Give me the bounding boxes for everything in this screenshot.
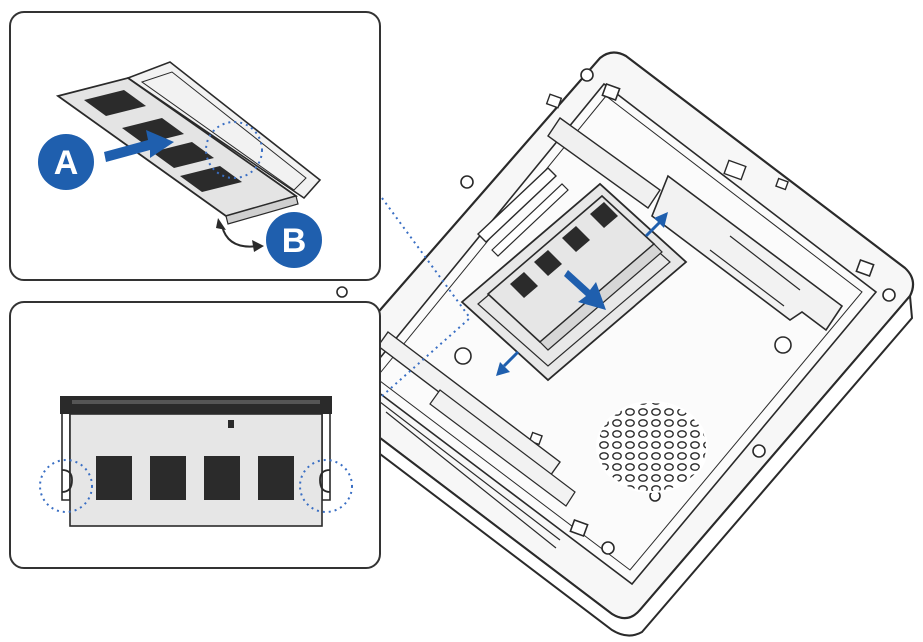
- right-latch-arm: [321, 414, 331, 501]
- arrow-down-left-head: [496, 362, 510, 376]
- latched-chip: [204, 456, 240, 500]
- arrow-up-right-icon: [644, 220, 662, 238]
- angled-chip: [84, 90, 146, 116]
- mini-pc-chassis: [321, 51, 915, 637]
- installed-chip: [590, 202, 618, 228]
- callout-a-label: A: [54, 144, 79, 182]
- chassis-side-wall: [329, 293, 914, 637]
- angled-chip: [152, 142, 214, 168]
- socket-rail: [126, 61, 322, 200]
- arrow-down-right-icon: [564, 270, 606, 310]
- right-bracket-rail: [709, 235, 801, 307]
- latch-highlight-circle: [205, 121, 263, 179]
- installed-module-chips: [510, 202, 618, 298]
- right-bracket: [651, 174, 844, 332]
- left-clip: [61, 469, 73, 493]
- socket-rail-inner: [140, 71, 307, 191]
- left-clip-highlight: [39, 459, 93, 513]
- socket-bar: [60, 396, 332, 414]
- inset-panel-latched: [9, 301, 381, 569]
- right-clip-highlight: [299, 459, 353, 513]
- left-latch-arm: [61, 414, 71, 501]
- installed-chip: [562, 226, 590, 252]
- installed-chip: [510, 272, 538, 298]
- dotted-guides: [381, 197, 471, 397]
- screw-posts: [336, 68, 896, 555]
- arrow-right-icon: [104, 130, 174, 162]
- upper-slot-2: [491, 183, 569, 257]
- angled-module-edge: [225, 195, 299, 225]
- curved-arrow-head-top: [216, 218, 226, 230]
- callout-a: A: [38, 134, 94, 190]
- latched-module-chips: [96, 456, 294, 500]
- socket-bar-highlight: [72, 400, 320, 404]
- curved-arrow-head-bottom: [252, 240, 264, 252]
- chassis-inner-tray: [360, 82, 878, 586]
- arrow-up-right-head: [654, 212, 668, 228]
- angled-chip: [180, 166, 242, 192]
- latched-chip: [258, 456, 294, 500]
- callout-b-label: B: [282, 222, 307, 260]
- right-clip: [319, 469, 331, 493]
- angled-module-chips: [84, 90, 242, 192]
- installed-chip: [534, 250, 562, 276]
- chassis-details: [528, 93, 789, 446]
- latched-module-notch: [228, 420, 234, 428]
- callout-a-circle: [38, 134, 94, 190]
- install-direction-arrows: [496, 212, 668, 376]
- upper-slot: [476, 167, 558, 243]
- latched-chip: [150, 456, 186, 500]
- angled-chip: [122, 118, 184, 144]
- inset-panel-insert: A B: [9, 11, 381, 281]
- latched-chip: [96, 456, 132, 500]
- top-bracket: [547, 117, 661, 209]
- left-channel-2: [429, 389, 576, 507]
- lower-rail: [379, 401, 561, 549]
- callout-b: B: [266, 212, 322, 268]
- arrow-down-left-icon: [502, 350, 520, 368]
- chassis-inner-lip: [375, 95, 863, 571]
- callout-b-circle: [266, 212, 322, 268]
- speaker-vent: [596, 401, 708, 493]
